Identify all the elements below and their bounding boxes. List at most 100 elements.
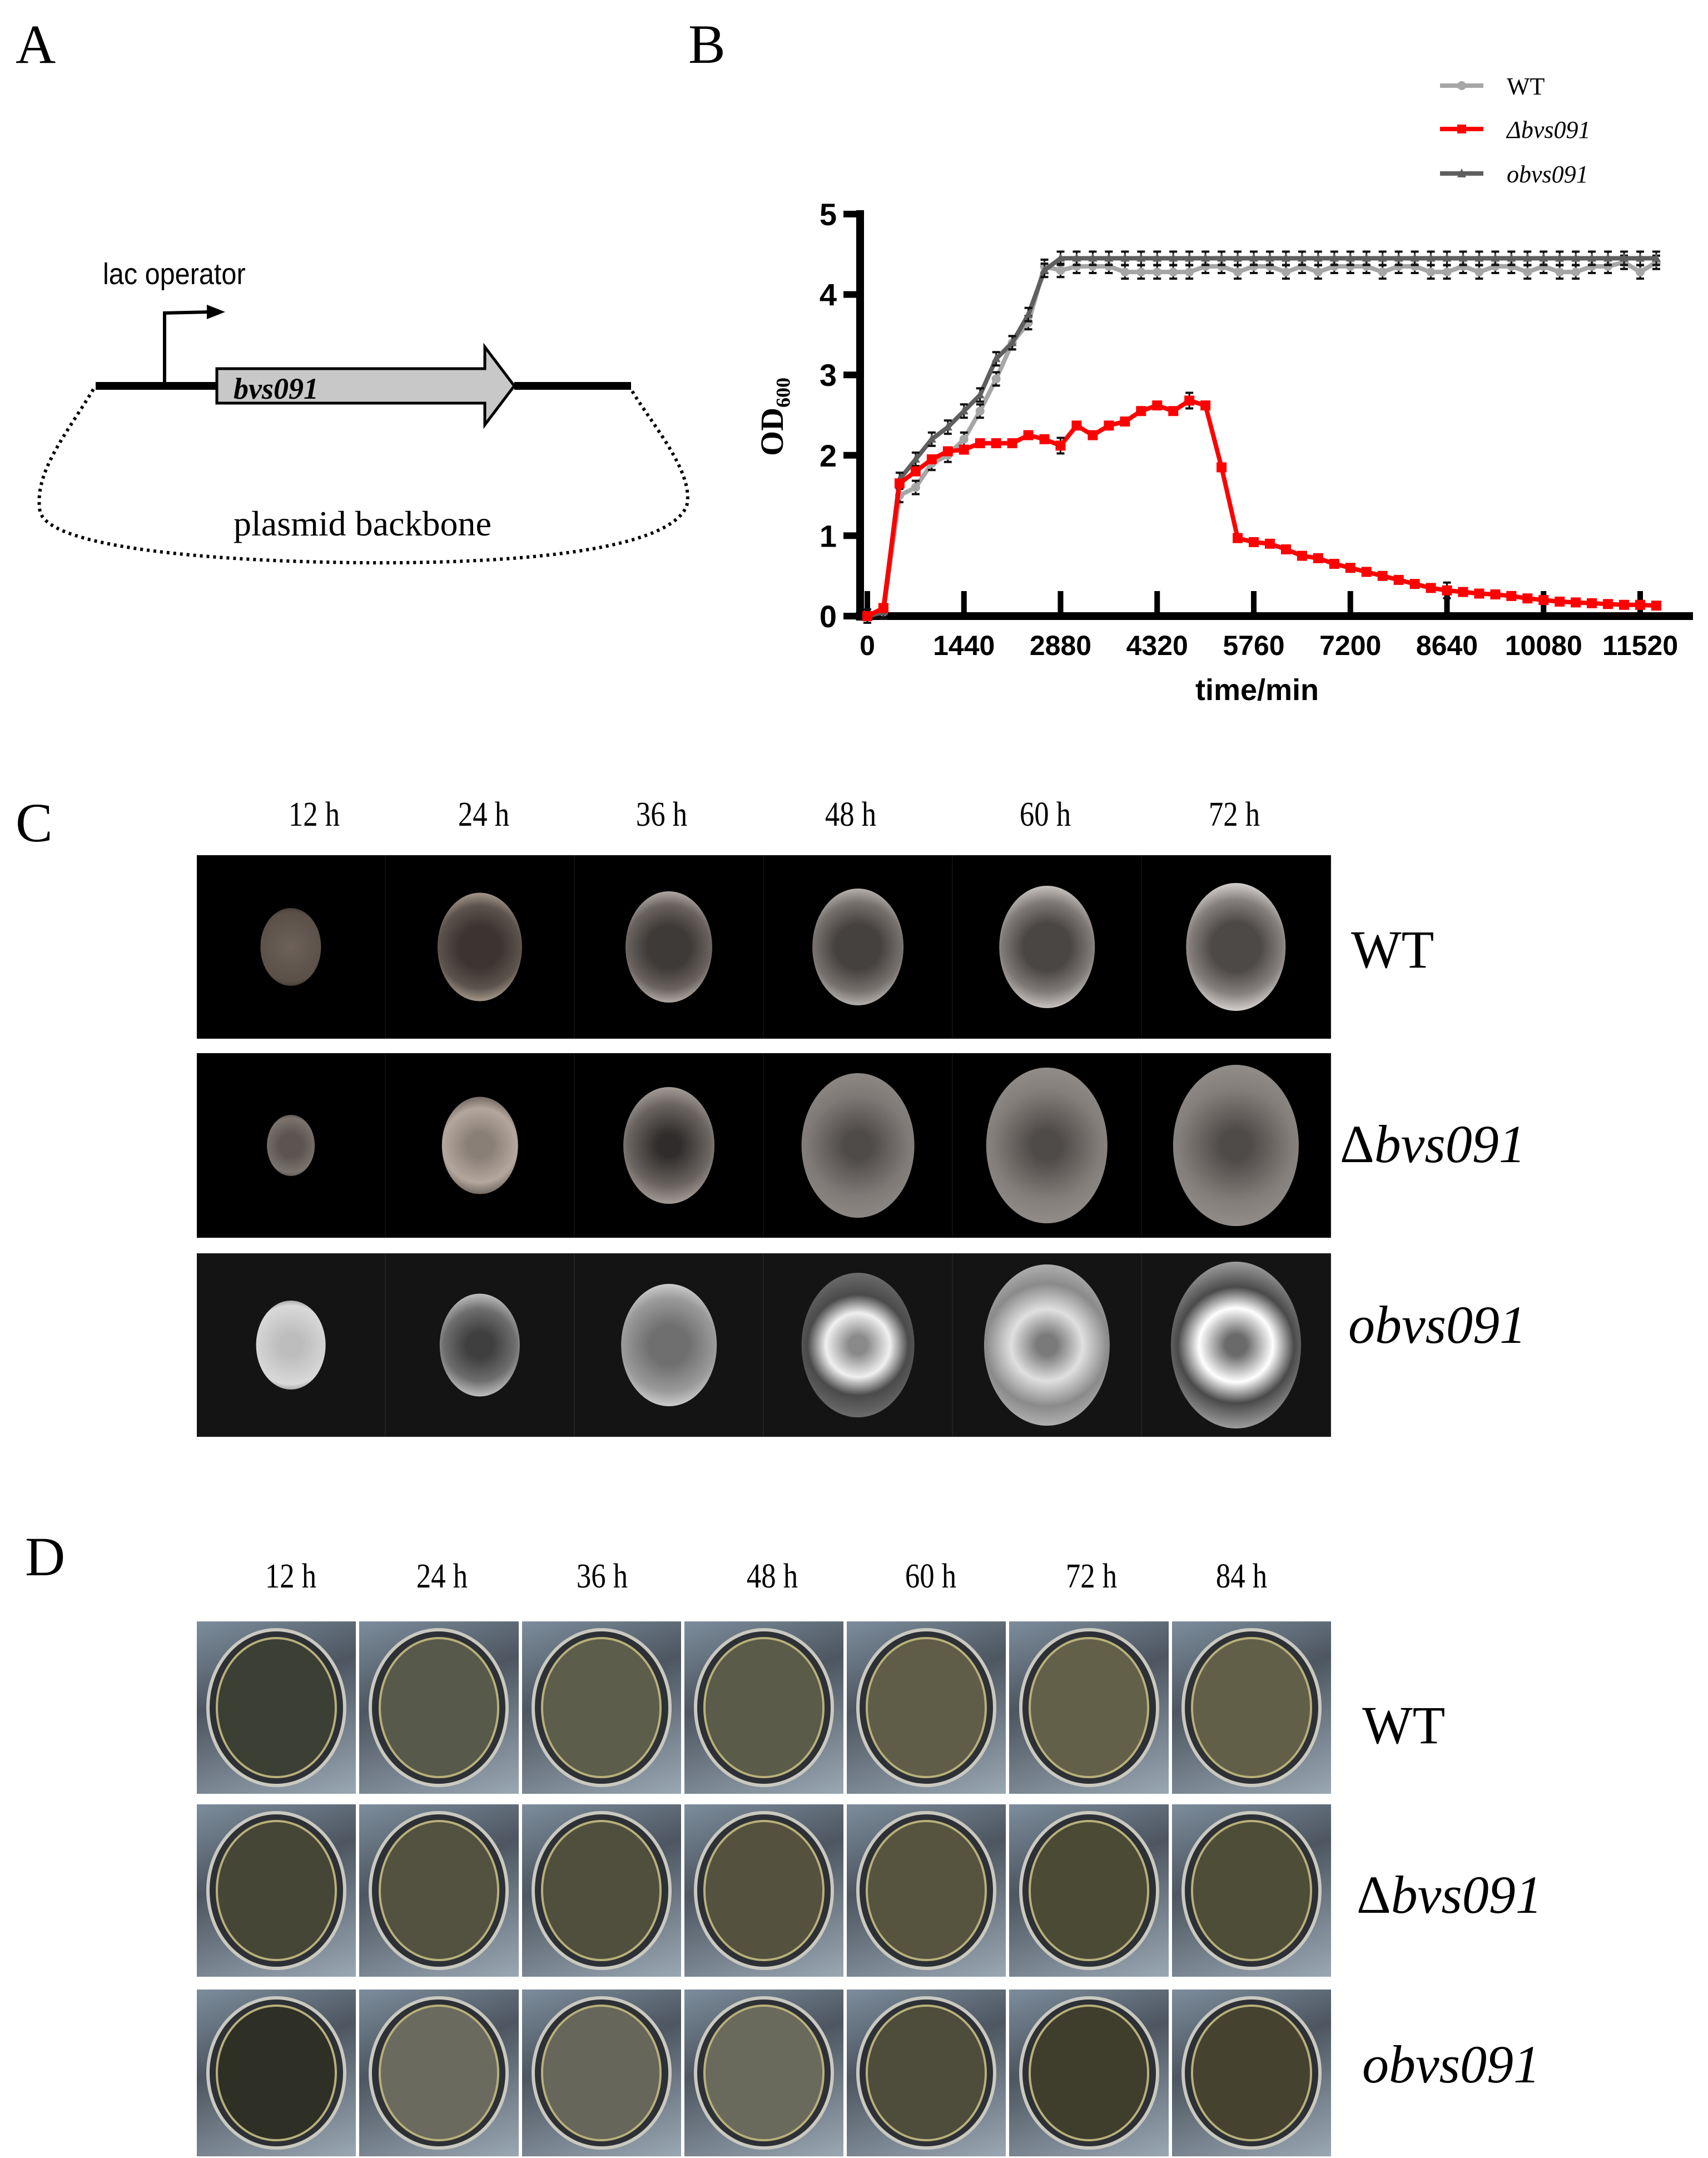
colony-image-obvs-12h	[197, 1253, 386, 1437]
legend-item-delta: Δbvs091	[1440, 116, 1662, 143]
data-point	[1603, 599, 1613, 609]
dish-row-delta	[197, 1804, 1331, 1977]
data-point	[1410, 253, 1419, 262]
colony-image-delta-24h	[386, 1053, 575, 1238]
legend-label-delta: Δbvs091	[1507, 116, 1591, 143]
data-point	[1651, 601, 1661, 611]
colony-row-delta	[197, 1053, 1331, 1238]
data-point	[1474, 588, 1484, 599]
promoter-label: lac operator	[103, 257, 246, 291]
panel-b-letter: B	[688, 13, 726, 75]
d-timepoint-label: 48 h	[746, 1557, 798, 1595]
data-point	[991, 374, 1001, 384]
data-point	[1024, 309, 1033, 318]
data-point	[1120, 253, 1130, 262]
data-point	[1636, 253, 1645, 262]
dish-image-obvs-12h	[197, 1990, 356, 2156]
colony-image-obvs-72h	[1142, 1253, 1331, 1437]
x-tick-label: 4320	[1126, 630, 1188, 661]
data-point	[927, 434, 936, 443]
d-row-label-delta: Δbvs091	[1357, 1865, 1542, 1924]
data-point	[1055, 440, 1066, 451]
data-point	[910, 466, 921, 477]
data-point	[1217, 253, 1227, 262]
colony-image-wt-72h	[1142, 855, 1331, 1039]
colony-icon	[984, 1264, 1110, 1426]
data-point	[1023, 430, 1034, 440]
dna-line-right	[514, 382, 631, 390]
data-point	[1313, 267, 1323, 277]
backbone-label: plasmid backbone	[234, 504, 491, 543]
data-point	[1394, 253, 1403, 262]
data-point	[1555, 253, 1565, 262]
dish-row-wt	[197, 1621, 1331, 1794]
dish-image-wt-84h	[1171, 1621, 1331, 1794]
colony-image-delta-36h	[575, 1053, 764, 1238]
data-point	[975, 390, 985, 399]
data-point	[1523, 267, 1532, 277]
data-point	[1587, 253, 1597, 262]
c-timepoint-label: 60 h	[1019, 796, 1071, 834]
data-point	[1233, 267, 1243, 277]
dish-image-obvs-24h	[359, 1990, 519, 2156]
colony-row-obvs	[197, 1253, 1331, 1437]
data-point	[1442, 253, 1452, 262]
data-point	[1474, 253, 1484, 262]
data-point	[1281, 267, 1290, 277]
colony-icon	[621, 1284, 717, 1406]
data-point	[1136, 267, 1146, 277]
dish-image-wt-36h	[522, 1621, 681, 1794]
colony-icon	[260, 908, 321, 986]
data-point	[975, 438, 985, 449]
colony-image-obvs-24h	[386, 1253, 575, 1437]
data-point	[1555, 596, 1565, 607]
colony-icon	[439, 1293, 520, 1397]
data-point	[1249, 253, 1258, 262]
data-point	[1555, 267, 1565, 277]
data-point	[1393, 574, 1404, 585]
colony-icon	[267, 1115, 315, 1176]
data-point	[1361, 567, 1372, 577]
colony-image-wt-60h	[953, 855, 1142, 1039]
series-line-0	[867, 260, 1658, 618]
data-point	[1153, 253, 1162, 262]
y-axis-label: OD600	[753, 378, 795, 456]
data-point	[1491, 253, 1500, 262]
d-timepoint-label: 72 h	[1065, 1557, 1118, 1595]
dish-image-delta-36h	[522, 1804, 681, 1977]
data-point	[1233, 253, 1243, 262]
data-point	[1539, 253, 1548, 262]
data-point	[1265, 253, 1274, 262]
colony-row-wt	[197, 855, 1331, 1039]
data-point	[1458, 587, 1468, 597]
dish-row-obvs	[197, 1990, 1331, 2156]
colony-icon	[812, 889, 903, 1005]
dish-image-delta-12h	[197, 1804, 356, 1977]
dish-image-wt-24h	[359, 1621, 519, 1794]
data-point	[911, 483, 920, 492]
data-point	[1153, 267, 1162, 277]
data-point	[991, 438, 1001, 449]
dish-image-delta-48h	[684, 1804, 844, 1977]
data-point	[1088, 430, 1098, 440]
d-timepoint-label: 24 h	[416, 1557, 468, 1595]
colony-image-delta-72h	[1142, 1053, 1331, 1238]
data-point	[1217, 462, 1227, 473]
dish-image-obvs-84h	[1171, 1990, 1331, 2156]
c-row-label-delta: Δbvs091	[1340, 1114, 1526, 1174]
data-point	[1571, 253, 1581, 262]
colony-icon	[1173, 1065, 1299, 1226]
panel-a-letter: A	[16, 13, 56, 75]
data-point	[1426, 253, 1436, 262]
data-point	[1329, 559, 1339, 569]
gene-arrow-icon	[215, 343, 517, 429]
data-point	[1201, 253, 1210, 262]
dna-line-left	[96, 382, 217, 390]
dish-image-delta-72h	[1009, 1804, 1169, 1977]
x-axis-label: time/min	[1195, 673, 1319, 707]
data-point	[1603, 253, 1613, 262]
data-point	[1007, 338, 1017, 346]
dish-image-obvs-72h	[1009, 1990, 1169, 2156]
legend-label-obvs: obvs091	[1507, 161, 1588, 188]
